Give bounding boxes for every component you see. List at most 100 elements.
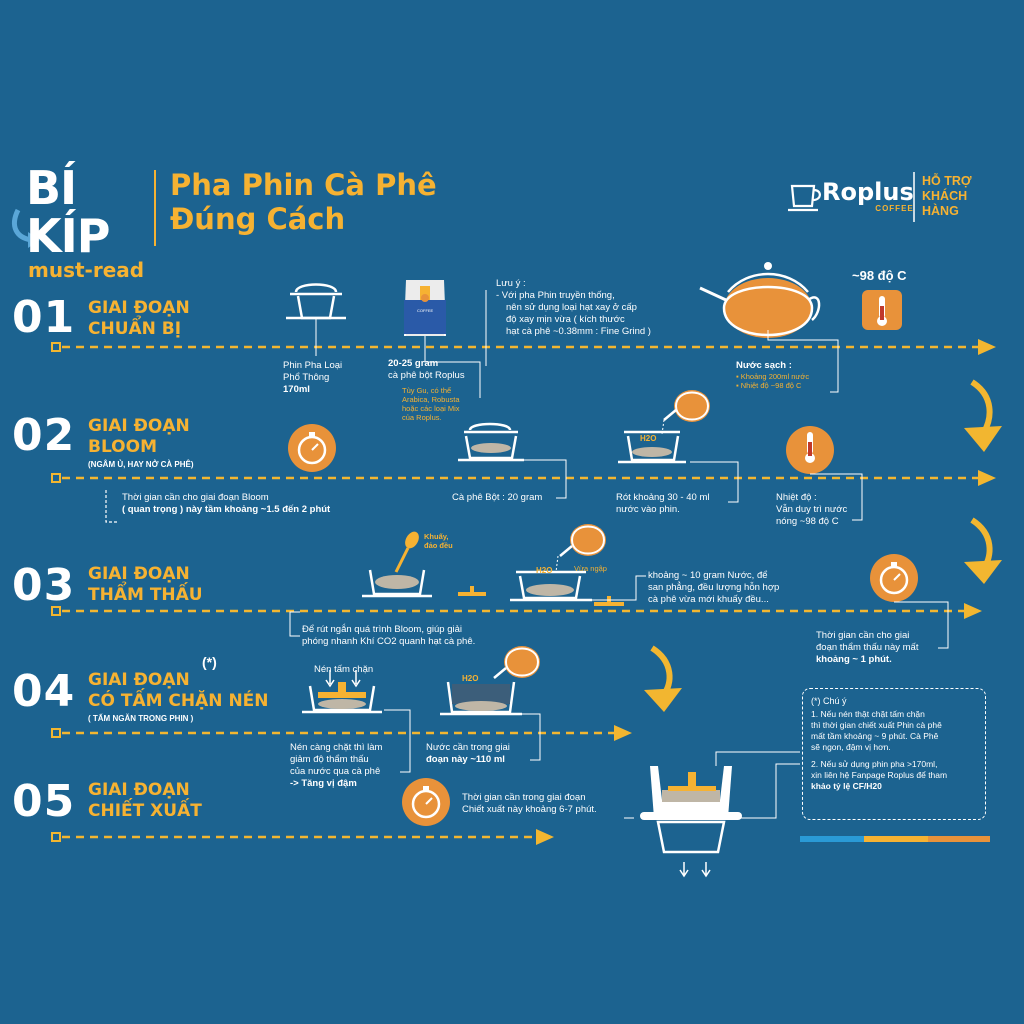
step-1-line-2: CHUẨN BỊ — [88, 319, 182, 339]
temp-note-line: Nhiệt độ : — [776, 492, 817, 503]
h2o-label-3: H2O — [536, 566, 553, 575]
grind-note: Lưu ý : - Với pha Phin truyền thống, nên… — [496, 278, 651, 338]
water-info-title: Nước sạch : — [736, 360, 792, 371]
grind-note-line: nên sử dụng loại hạt xay ở cấp — [506, 302, 637, 313]
bloom-time-line: Thời gian cần cho giai đoạn Bloom — [122, 492, 269, 503]
phin-label-line: Phổ Thông — [283, 372, 330, 383]
support-label: HỖ TRỢ KHÁCH HÀNG — [922, 174, 972, 219]
water-note-line: khoảng ~ 10 gram Nước, để — [648, 570, 768, 581]
phin-stir-icon-3 — [362, 569, 432, 598]
pour-tag-3: Vừa ngập — [574, 564, 607, 573]
extract-time-line: Thời gian cần trong giai đoạn — [462, 792, 586, 803]
timeline-4 — [51, 725, 632, 741]
water-note-4: Nước cần trong giai đoạn này ~110 ml — [426, 742, 510, 766]
temp-note-line: Vẫn duy trì nước — [776, 504, 848, 515]
press-note-line: giảm độ thẩm thấu — [290, 754, 369, 765]
down-arrow-3 — [644, 645, 682, 712]
water-note-4-line: Nước cần trong giai — [426, 742, 510, 753]
h2o-label-4: H2O — [462, 674, 479, 683]
brand-sub: COFFEE — [875, 204, 914, 213]
badge-bottom: must-read — [28, 258, 145, 282]
temp-note-2: Nhiệt độ : Vẫn duy trì nước nóng ~98 độ … — [776, 492, 847, 528]
soak-time-line: Thời gian cần cho giai — [816, 630, 910, 641]
step-5-line-2: CHIẾT XUẤT — [88, 801, 202, 821]
timer-icon-5 — [402, 778, 450, 826]
badge-top: BÍ KÍP — [26, 161, 110, 263]
press-note-line: của nước qua cà phê — [290, 766, 381, 777]
bag-label: COFFEE — [417, 308, 434, 313]
phin-pour-icon-2 — [618, 430, 686, 464]
coffee-note-line: Arabica, Robusta — [402, 395, 460, 404]
kettle-icon-3 — [559, 524, 606, 557]
grind-note-title: Lưu ý : — [496, 278, 526, 289]
notice-box: (*) Chú ý 1. Nếu nén thật chặt tấm chặn … — [802, 688, 986, 820]
extract-time-line: Chiết xuất này khoảng 6-7 phút. — [462, 804, 597, 815]
press-note-line: Nén càng chặt thì làm — [290, 742, 383, 753]
temp-note-line: nóng ~98 độ C — [776, 516, 839, 527]
phin-label-line: Phin Pha Loại — [283, 360, 343, 371]
soak-time-note: Thời gian cần cho giai đoạn thẩm thấu nà… — [816, 630, 918, 666]
water-note-4-line: đoạn này ~110 ml — [426, 754, 505, 765]
teapot-icon-1 — [699, 262, 821, 338]
water-info: Nước sạch : ▪ Khoảng 200ml nước ▪ Nhiệt … — [736, 360, 809, 390]
step-2-line-2: BLOOM — [88, 437, 158, 457]
step-title-2: GIAI ĐOẠN BLOOM — [88, 416, 190, 458]
notice-p1: 1. Nếu nén thật chặt tấm chặn thì thời g… — [811, 709, 977, 753]
stir-label-line: Khuấy, — [424, 532, 449, 541]
h2o-label-2: H2O — [640, 434, 657, 443]
step-5-line-1: GIAI ĐOẠN — [88, 780, 190, 800]
coffee-bag-icon — [404, 280, 446, 336]
grind-note-line: - Với pha Phin truyền thống, — [496, 290, 615, 301]
step-4-line-1: GIAI ĐOẠN — [88, 670, 190, 690]
stir-label-line: đảo đều — [424, 541, 453, 550]
notice-title: (*) Chú ý — [811, 696, 847, 706]
coffee-note-line: hoặc các loại Mix — [402, 404, 460, 413]
title-line-1: Pha Phin Cà Phê — [170, 168, 437, 202]
step-number-2: 02 — [12, 410, 76, 461]
thermometer-icon-1 — [862, 290, 902, 330]
step-number-3: 03 — [12, 560, 76, 611]
down-arrow-2 — [964, 517, 1002, 584]
step-4-subtitle: ( TẤM NGĂN TRONG PHIN ) — [88, 714, 194, 723]
water-note-3: khoảng ~ 10 gram Nước, để san phẳng, đều… — [648, 570, 779, 606]
press-note: Nén càng chặt thì làm giảm độ thẩm thấu … — [290, 742, 382, 790]
step-2-subtitle: (NGÂM Ủ, HAY NỞ CÀ PHÊ) — [88, 460, 194, 469]
pour-label-2: Rót khoảng 30 - 40 ml nước vào phin. — [616, 492, 709, 516]
step-title-3: GIAI ĐOẠN THẨM THẤU — [88, 564, 203, 606]
step-4-mark: (*) — [202, 654, 217, 670]
notice-p1-line: mất tầm khoảng ~ 9 phút. Cà Phê — [811, 731, 939, 741]
grind-note-line: độ xay mịn vừa ( kích thước — [506, 314, 625, 325]
notice-p1-line: 1. Nếu nén thật chặt tấm chặn — [811, 709, 925, 719]
coffee-note-line: của Roplus. — [402, 413, 442, 422]
page-title: Pha Phin Cà Phê Đúng Cách — [170, 168, 437, 236]
step-number-1: 01 — [12, 292, 76, 343]
stir-label: Khuấy, đảo đều — [424, 532, 453, 550]
water-note-line: cà phê vừa mới khuấy đều... — [648, 594, 769, 605]
phin-label-line: 170ml — [283, 384, 310, 395]
kettle-icon-4 — [493, 646, 540, 679]
kettle-icon-2 — [663, 390, 710, 422]
phin-press-icon-4 — [302, 685, 382, 714]
bloom-time-note: Thời gian cần cho giai đoạn Bloom ( quan… — [122, 492, 330, 516]
notice-p1-line: thì thời gian chiết xuất Phin cà phê — [811, 720, 942, 730]
pour-label-line: nước vào phin. — [616, 504, 680, 515]
step-3-line-1: GIAI ĐOẠN — [88, 564, 190, 584]
water-info-item: ▪ Khoảng 200ml nước — [736, 372, 810, 381]
water-info-item-text: Khoảng 200ml nước — [740, 372, 810, 381]
water-info-item-text: Nhiệt độ ~98 độ C — [740, 381, 802, 390]
notice-p2-line: khảo tỷ lệ CF/H20 — [811, 781, 882, 791]
step-number-4: 04 — [12, 666, 76, 717]
bloom-time-line: ( quan trọng ) này tầm khoảng ~1.5 đến 2… — [122, 504, 331, 515]
step-3-line-2: THẨM THẤU — [88, 585, 203, 605]
press-label: Nén tấm chặn — [314, 664, 374, 675]
phin-label: Phin Pha Loại Phổ Thông 170ml — [283, 360, 342, 396]
ground-label: Cà phê Bột : 20 gram — [452, 492, 543, 503]
notice-p2: 2. Nếu sử dụng phin pha >170ml, xin liên… — [811, 759, 977, 792]
phin-icon-1 — [286, 283, 346, 320]
bloom-short-note: Để rút ngắn quá trình Bloom, giúp giải p… — [302, 624, 475, 648]
coffee-note-line: Tùy Gu, có thể — [402, 386, 452, 395]
support-line-2: KHÁCH — [922, 189, 968, 203]
brand-logo: Roplus COFFEE — [822, 180, 914, 213]
water-info-item: ▪ Nhiệt độ ~98 độ C — [736, 381, 802, 390]
